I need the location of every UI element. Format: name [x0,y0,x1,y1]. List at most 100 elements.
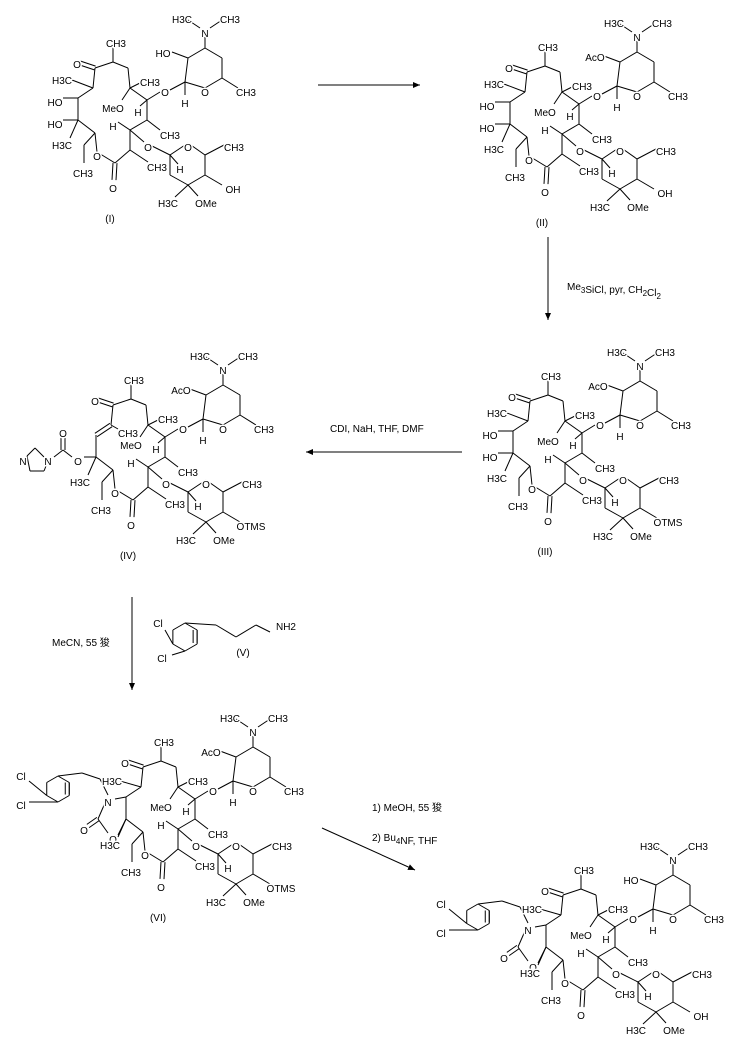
sugar-bond [639,380,658,392]
cladinose-bond [619,188,631,201]
atom-label-h-f: H [544,455,551,466]
h-bond [585,948,599,958]
reagent-step3: MeCN, 55 狻 [52,636,110,649]
methyl-bond [177,848,197,862]
atom-label-me-e: CH3 [628,958,648,969]
atom-label-me-c: CH3 [140,78,160,89]
atom-label-clad-o4: OTMS [237,522,266,533]
atom-label-me-g: CH3 [579,167,599,178]
macrolide-bond [549,482,566,497]
sugar-bond [622,380,641,392]
cladinose-bond [222,481,243,493]
atom-label-ox-co: O [80,826,88,837]
sugar-bond [252,746,271,758]
macrolide-bond [177,818,196,830]
atom-label-c-o: O [652,970,660,981]
macrolide-bond [125,786,142,798]
macrolide-bond [560,894,564,916]
lactone-carbonyl-bond [111,162,114,180]
macrolide-bond [527,400,531,422]
atom-label-me-i: CH3 [121,868,141,879]
sugar-bond [639,410,658,422]
atom-label-me-i: CH3 [505,173,525,184]
sugar-bond [239,414,257,426]
macrolide-bond [512,452,531,467]
macrolide-bond [597,946,616,958]
sugar-bond [222,414,241,426]
atom-label-s-me1: H3C [190,352,210,363]
ether-bond [129,129,145,143]
methyl-bond [578,123,593,135]
atom-label-s-o: O [201,88,209,99]
ethyl-bond [101,469,114,483]
macrolide-bond [597,914,616,928]
alkene-bond [96,426,113,438]
lactone-carbonyl-bond [579,989,582,1007]
atom-label-s-me1: H3C [604,19,624,30]
macrolide-bond [125,818,144,833]
atom-label-ketone-o: O [541,887,549,898]
macrolide-bond [147,456,166,468]
methyl-bond [564,414,578,422]
atom-label-c-me3: H3C [626,1026,646,1037]
atom-label-s-me1: H3C [640,842,660,853]
cladinose-bond [655,969,674,983]
methyl-bond [194,818,209,830]
oxazolidinone-bond [534,924,547,928]
lactone-carbonyl-bond [115,163,118,181]
atom-label-s-me5: CH3 [254,425,274,436]
atom-label-s-h: H [181,99,188,110]
cladinose-bond [222,883,237,897]
atom-label-o-d: O [161,88,169,99]
atom-label-h-d: H [134,108,141,119]
sugar-bond [622,352,636,362]
atom-label-o-ring: O [111,489,119,500]
methyl-bond [69,119,79,139]
macrolide-bond [559,71,563,93]
sugar-bond [652,908,674,916]
cladinose-bond [187,184,199,197]
oxazolidinone-bond [97,818,109,834]
compound-label: (IV) [120,551,136,562]
atom-label-me-a: CH3 [106,39,126,50]
atom-label-meo: MeO [102,104,124,115]
macrolide-bond [529,394,549,402]
atom-label-c-ome: OMe [195,199,217,210]
h-bond [165,820,179,830]
oxazolidinone-bond [517,946,529,962]
macrolide-bond [582,976,599,991]
atom-label-me-g: CH3 [195,862,215,873]
chain-bond [235,624,257,638]
glycoside-bond [601,85,618,95]
atom-label-clad-o4: OTMS [267,884,296,895]
sugar-bond [187,19,201,29]
macrolide-bond [595,894,599,916]
cl-bond [164,629,174,645]
cladinose-bond [252,843,273,855]
methyl-bond [147,418,161,426]
macrolide-bond [94,132,98,153]
oxazolidinone-carbonyl-bond [88,820,100,829]
macrolide-bond [526,65,546,73]
atom-label-s-me5: CH3 [704,915,724,926]
atom-label-c-ome: OMe [213,536,235,547]
atom-label-sugar-o2: AcO [588,382,608,393]
methyl-bond [129,81,143,89]
macrolide-bond [114,488,134,501]
macrolide-bond [546,153,563,168]
macrolide-bond [145,404,149,426]
atom-label-me-c: CH3 [158,415,178,426]
chain-bond [184,622,217,626]
lactone-carbonyl-bond [133,500,136,518]
atom-label-s-o: O [636,421,644,432]
macrolide-bond [130,398,147,406]
atom-label-o-h: O [157,883,165,894]
cladinose-bond [622,475,641,489]
atom-label-h-d: H [152,445,159,456]
sugar-bond [204,47,223,59]
atom-label-me-c: CH3 [575,411,595,422]
atom-label-c-o: O [232,842,240,853]
